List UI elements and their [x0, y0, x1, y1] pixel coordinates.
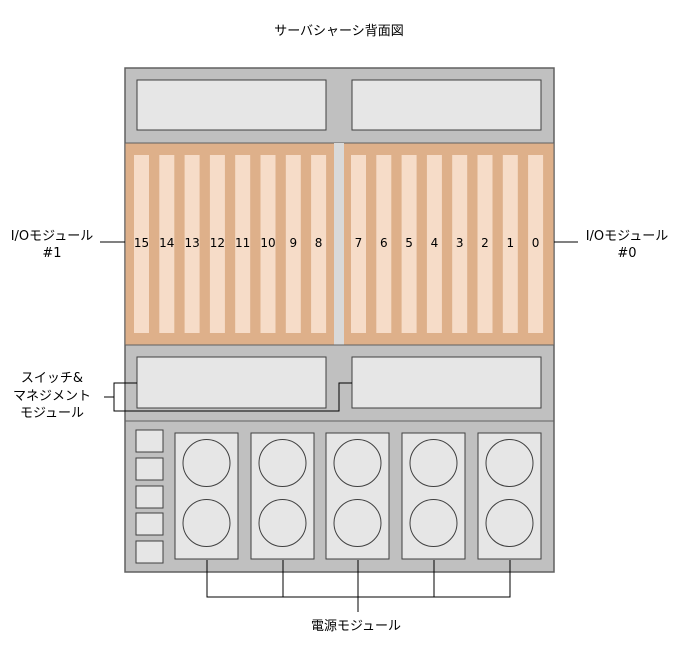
- io-slot-number: 15: [134, 236, 149, 250]
- small-square: [135, 457, 164, 481]
- io-slot-number: 6: [380, 236, 388, 250]
- io-slot: [260, 155, 276, 333]
- io-slot-number: 11: [235, 236, 250, 250]
- io-slot: [311, 155, 327, 333]
- top-panel-left: [136, 79, 327, 131]
- io-slot-number: 14: [159, 236, 174, 250]
- io-slot-number: 3: [456, 236, 464, 250]
- io-module-1-label: I/Oモジュール: [11, 229, 94, 244]
- psu-fan: [485, 499, 534, 547]
- small-square: [135, 429, 164, 453]
- io-slot-number: 12: [210, 236, 225, 250]
- psu-fan: [409, 499, 458, 547]
- io-slot-number: 5: [405, 236, 413, 250]
- switch-module-right: [351, 356, 542, 409]
- psu-fan: [485, 439, 534, 487]
- io-slot: [502, 155, 518, 333]
- io-slot: [351, 155, 366, 333]
- power-module-label: 電源モジュール: [311, 619, 401, 634]
- switch-module-label-2: マネジメント: [13, 389, 91, 404]
- psu-fan: [182, 439, 231, 487]
- psu-fan: [258, 499, 307, 547]
- power-module-leader: [206, 560, 511, 612]
- psu-fan: [409, 439, 458, 487]
- psu-fan: [333, 499, 382, 547]
- io-slots-right: 7 6 5 4 3 2 1 0: [351, 155, 544, 333]
- io-slot: [426, 155, 442, 333]
- small-square: [135, 540, 164, 564]
- io-slot: [452, 155, 468, 333]
- io-slots-left: 15 14 13 12 11 10 9 8: [134, 155, 327, 333]
- io-module-0-number: #0: [617, 246, 636, 261]
- io-slot-number: 0: [532, 236, 540, 250]
- io-slot-number: 8: [315, 236, 323, 250]
- io-slot-number: 10: [260, 236, 275, 250]
- io-slot: [134, 155, 149, 333]
- io-slot: [477, 155, 493, 333]
- io-slot: [209, 155, 225, 333]
- io-module-0-label: I/Oモジュール: [586, 229, 669, 244]
- psu-fan: [333, 439, 382, 487]
- io-slot: [285, 155, 301, 333]
- io-slot-number: 2: [481, 236, 489, 250]
- top-panel-right: [351, 79, 542, 131]
- io-slot-number: 9: [289, 236, 297, 250]
- io-slot-number: 13: [184, 236, 199, 250]
- switch-module-leader: [113, 382, 352, 412]
- power-supply-units: [174, 432, 542, 560]
- io-slot: [184, 155, 200, 333]
- io-slot-number: 7: [355, 236, 363, 250]
- io-slot: [235, 155, 251, 333]
- psu-fan: [182, 499, 231, 547]
- switch-module-left: [136, 356, 327, 409]
- diagram-title: サーバシャーシ背面図: [274, 24, 404, 39]
- psu-fan: [258, 439, 307, 487]
- switch-module-label-3: モジュール: [20, 406, 84, 421]
- io-module-1-number: #1: [42, 246, 61, 261]
- io-slot-number: 1: [506, 236, 514, 250]
- io-slot: [376, 155, 392, 333]
- io-bay-divider: [334, 143, 344, 345]
- io-slot: [528, 155, 544, 333]
- small-square: [135, 512, 164, 536]
- io-slot-number: 4: [431, 236, 439, 250]
- small-square: [135, 485, 164, 509]
- switch-module-label-1: スイッチ&: [21, 371, 83, 386]
- io-slot: [159, 155, 175, 333]
- io-slot: [401, 155, 417, 333]
